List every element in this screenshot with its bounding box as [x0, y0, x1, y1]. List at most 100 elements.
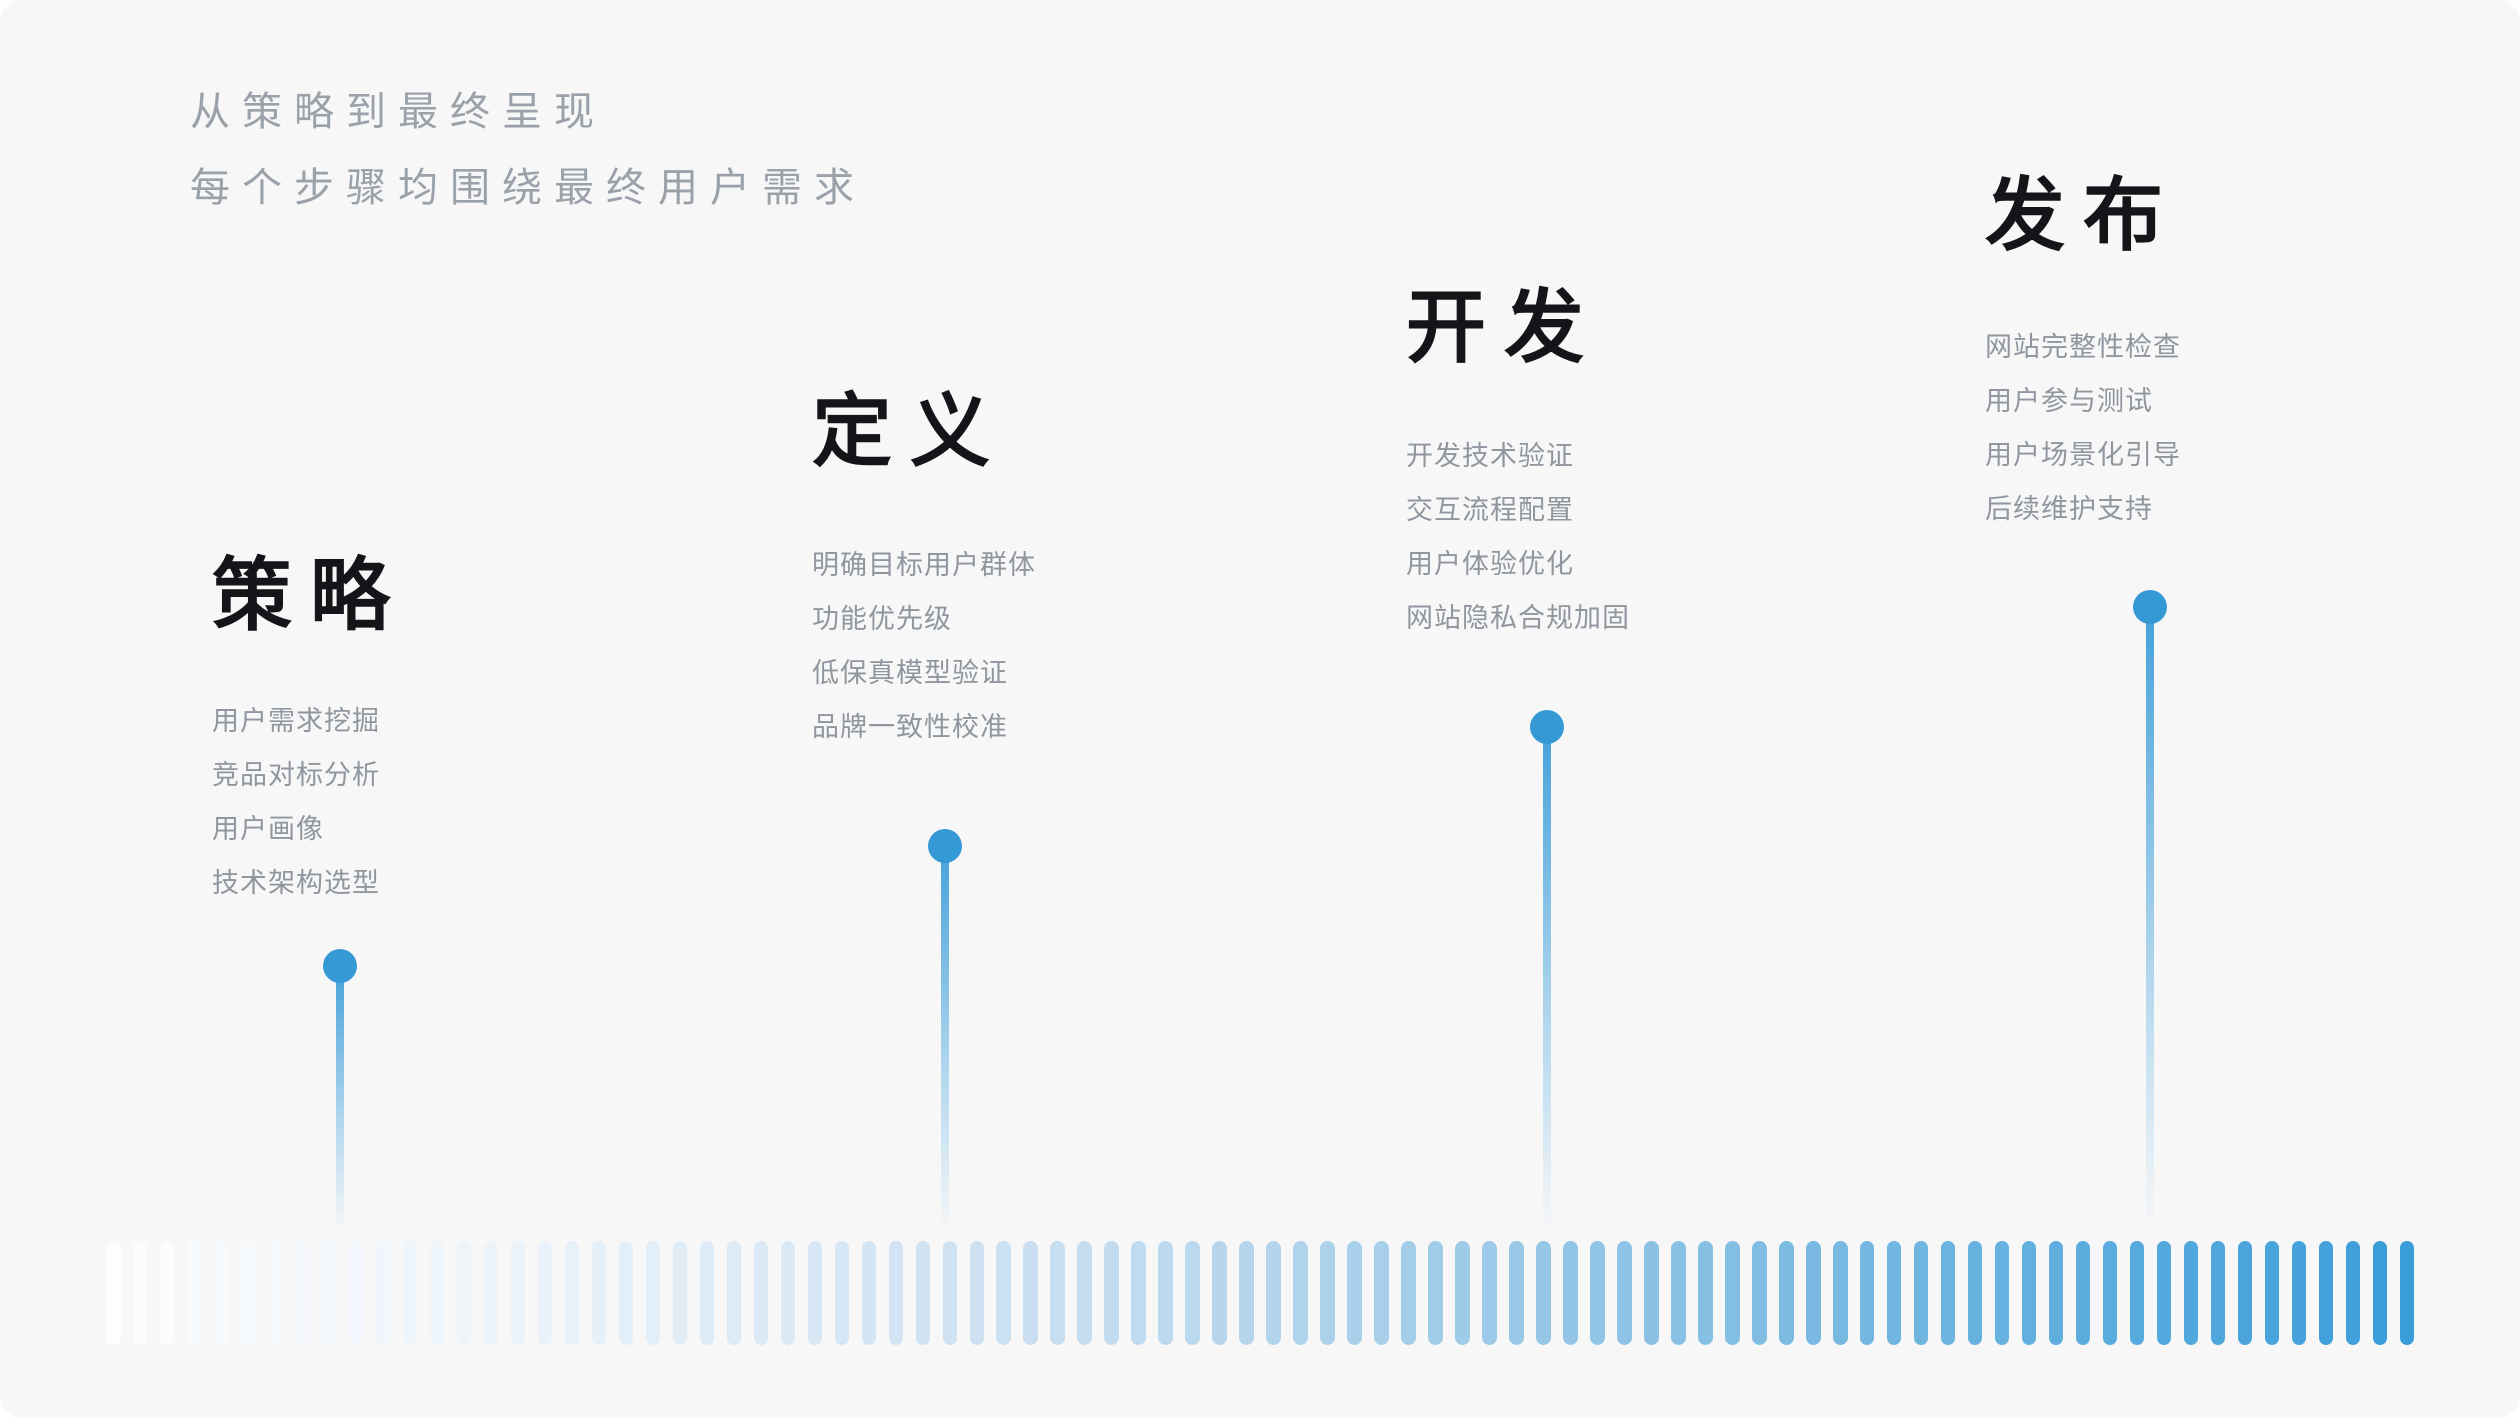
- gradient-bar: [1563, 1241, 1578, 1345]
- gradient-bar: [1374, 1241, 1389, 1345]
- gradient-bar: [753, 1241, 769, 1345]
- gradient-bar: [1859, 1241, 1875, 1345]
- gradient-bar: [915, 1241, 931, 1345]
- gradient-bar: [1320, 1241, 1335, 1345]
- stage-item: 用户参与测试: [1985, 386, 2153, 416]
- gradient-bar: [1913, 1241, 1929, 1345]
- timeline-dot-launch: [2133, 590, 2167, 624]
- gradient-bar: [213, 1241, 229, 1345]
- gradient-bar: [1401, 1241, 1416, 1345]
- gradient-bar: [1725, 1241, 1740, 1345]
- gradient-bar: [1886, 1241, 1902, 1345]
- gradient-bar: [1617, 1241, 1632, 1345]
- gradient-bar: [969, 1241, 984, 1345]
- gradient-bar: [591, 1241, 607, 1345]
- gradient-bar: [726, 1241, 742, 1345]
- gradient-bar: [2048, 1241, 2064, 1345]
- gradient-bar: [1077, 1241, 1092, 1345]
- gradient-bar: [1536, 1241, 1551, 1345]
- gradient-bar: [888, 1241, 904, 1345]
- stage-title-definition: 定义: [812, 387, 1008, 476]
- gradient-bar: [1967, 1241, 1983, 1345]
- intro-text: 从策略到最终呈现 每个步骤均围绕最终用户需求: [190, 74, 866, 226]
- gradient-bar: [996, 1241, 1011, 1345]
- gradient-bar: [807, 1241, 823, 1345]
- stage-items-definition: 明确目标用户群体 功能优先级 低保真模型验证 品牌一致性校准: [812, 538, 1036, 754]
- gradient-bar: [321, 1241, 337, 1345]
- gradient-bar: [1994, 1241, 2010, 1345]
- stage-item: 功能优先级: [812, 604, 952, 634]
- stage-item: 用户画像: [212, 814, 324, 844]
- gradient-bar: [1239, 1241, 1254, 1345]
- stage-item: 用户场景化引导: [1985, 440, 2181, 470]
- gradient-bar: [186, 1241, 202, 1345]
- gradient-bar: [132, 1241, 148, 1345]
- gradient-bar: [294, 1241, 310, 1345]
- gradient-bar: [2156, 1241, 2172, 1345]
- gradient-bar: [1158, 1241, 1173, 1345]
- stage-items-launch: 网站完整性检查 用户参与测试 用户场景化引导 后续维护支持: [1985, 320, 2181, 536]
- stage-item: 网站隐私合规加固: [1406, 603, 1630, 633]
- stage-item: 交互流程配置: [1406, 495, 1574, 525]
- gradient-bar-strip: [106, 1241, 2415, 1345]
- gradient-bar: [2021, 1241, 2037, 1345]
- stage-items-strategy: 用户需求挖掘 竞品对标分析 用户画像 技术架构选型: [212, 694, 380, 910]
- gradient-bar: [780, 1241, 796, 1345]
- gradient-bar: [2237, 1241, 2253, 1345]
- stage-item: 低保真模型验证: [812, 658, 1008, 688]
- gradient-bar: [1266, 1241, 1281, 1345]
- gradient-bar: [1482, 1241, 1497, 1345]
- stage-item: 后续维护支持: [1985, 494, 2153, 524]
- gradient-bar: [159, 1241, 175, 1345]
- stage-item: 用户需求挖掘: [212, 706, 380, 736]
- stage-item: 开发技术验证: [1406, 441, 1574, 471]
- gradient-bar: [2345, 1241, 2361, 1345]
- gradient-bar: [1590, 1241, 1605, 1345]
- timeline-stem-development: [1543, 727, 1551, 1232]
- gradient-bar: [672, 1241, 688, 1345]
- gradient-bar: [942, 1241, 958, 1345]
- timeline-dot-strategy: [323, 949, 357, 983]
- gradient-bar: [1293, 1241, 1308, 1345]
- gradient-bar: [1104, 1241, 1119, 1345]
- gradient-bar: [1698, 1241, 1713, 1345]
- gradient-bar: [2075, 1241, 2091, 1345]
- gradient-bar: [483, 1241, 499, 1345]
- gradient-bar: [510, 1241, 526, 1345]
- gradient-bar: [2264, 1241, 2280, 1345]
- gradient-bar: [699, 1241, 715, 1345]
- gradient-bar: [1185, 1241, 1200, 1345]
- gradient-bar: [537, 1241, 553, 1345]
- gradient-bar: [2291, 1241, 2307, 1345]
- gradient-bar: [1752, 1241, 1767, 1345]
- stage-item: 品牌一致性校准: [812, 712, 1008, 742]
- stage-items-development: 开发技术验证 交互流程配置 用户体验优化 网站隐私合规加固: [1406, 429, 1630, 645]
- gradient-bar: [1428, 1241, 1443, 1345]
- gradient-bar: [240, 1241, 256, 1345]
- gradient-bar: [348, 1241, 364, 1345]
- timeline-stem-launch: [2146, 607, 2154, 1232]
- gradient-bar: [267, 1241, 283, 1345]
- gradient-bar: [1455, 1241, 1470, 1345]
- gradient-bar: [2399, 1241, 2415, 1345]
- timeline-stem-strategy: [336, 966, 344, 1232]
- intro-line-1: 从策略到最终呈现: [190, 90, 606, 134]
- gradient-bar: [834, 1241, 850, 1345]
- gradient-bar: [2102, 1241, 2118, 1345]
- gradient-bar: [1212, 1241, 1227, 1345]
- gradient-bar: [402, 1241, 418, 1345]
- gradient-bar: [2129, 1241, 2145, 1345]
- gradient-bar: [1131, 1241, 1146, 1345]
- gradient-bar: [106, 1241, 121, 1345]
- gradient-bar: [1806, 1241, 1821, 1345]
- stage-title-strategy: 策略: [212, 551, 408, 640]
- stage-item: 竞品对标分析: [212, 760, 380, 790]
- gradient-bar: [564, 1241, 580, 1345]
- gradient-bar: [861, 1241, 877, 1345]
- timeline-dot-definition: [928, 829, 962, 863]
- gradient-bar: [1347, 1241, 1362, 1345]
- gradient-bar: [456, 1241, 472, 1345]
- gradient-bar: [375, 1241, 391, 1345]
- gradient-bar: [1023, 1241, 1038, 1345]
- intro-line-2: 每个步骤均围绕最终用户需求: [190, 166, 866, 210]
